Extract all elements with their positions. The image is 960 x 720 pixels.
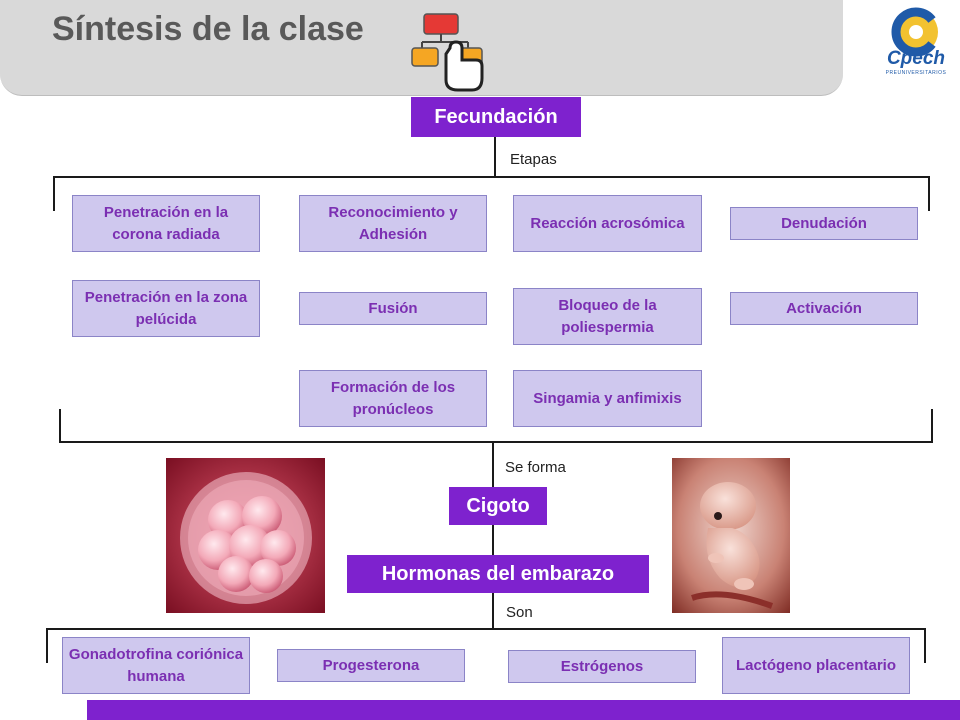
embryo-cells-image: [166, 458, 325, 613]
stage-box: Reacción acrosómica: [513, 195, 702, 252]
cpech-logo-icon: [891, 7, 938, 57]
logo-text: Cpech: [886, 48, 946, 69]
connector-line: [492, 525, 494, 555]
bracket-top-right: [928, 176, 930, 211]
stage-box: Activación: [730, 292, 918, 325]
stage-box: Formación de los pronúcleos: [299, 370, 487, 427]
link-label-son: Son: [506, 604, 533, 621]
hormone-box: Estrógenos: [508, 650, 696, 683]
stage-box: Fusión: [299, 292, 487, 325]
bracket-top-left: [53, 176, 55, 211]
bracket-bottom-left: [59, 409, 61, 443]
stage-box: Penetración en la zona pelúcida: [72, 280, 260, 337]
page-title: Síntesis de la clase: [52, 10, 364, 48]
hormone-box: Progesterona: [277, 649, 465, 682]
connector-line: [492, 443, 494, 487]
bracket-hormones-right: [924, 628, 926, 663]
bracket-bottom-right: [931, 409, 933, 443]
connector-line: [492, 593, 494, 629]
stage-box: Bloqueo de la poliespermia: [513, 288, 702, 345]
bracket-hormones: [46, 628, 926, 630]
link-label-se-forma: Se forma: [505, 459, 566, 476]
bracket-top: [53, 176, 930, 178]
root-node-fecundacion: Fecundación: [411, 97, 581, 137]
hormone-box: Lactógeno placentario: [722, 637, 910, 694]
hierarchy-click-icon: [411, 13, 484, 92]
logo-subtext: PREUNIVERSITARIOS: [885, 70, 947, 76]
bracket-hormones-left: [46, 628, 48, 663]
stage-box: Singamia y anfimixis: [513, 370, 702, 427]
fetus-image: [672, 458, 790, 613]
hormone-box: Gonadotrofina coriónica humana: [62, 637, 250, 694]
bracket-bottom: [59, 441, 933, 443]
result-node-cigoto: Cigoto: [449, 487, 547, 525]
stage-box: Denudación: [730, 207, 918, 240]
hormones-title-node: Hormonas del embarazo: [347, 555, 649, 593]
stage-box: Penetración en la corona radiada: [72, 195, 260, 252]
footer-band: [87, 700, 960, 720]
connector-line: [494, 137, 496, 177]
stage-box: Reconocimiento y Adhesión: [299, 195, 487, 252]
link-label-etapas: Etapas: [510, 151, 557, 168]
